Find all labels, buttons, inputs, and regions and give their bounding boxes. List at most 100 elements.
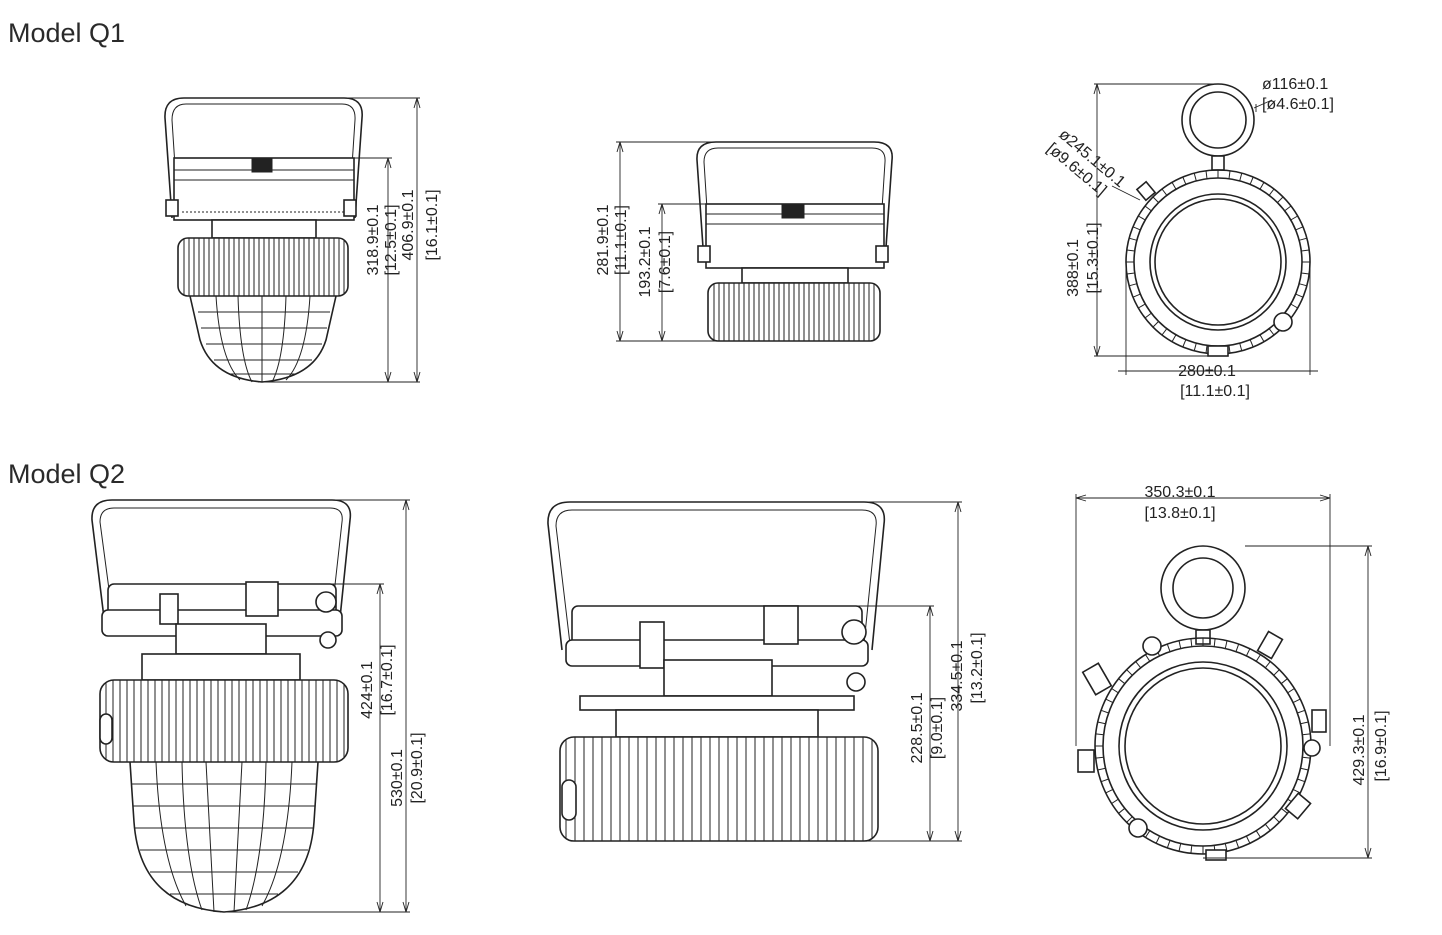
q1-small-diameter-label: ø116±0.1 — [1262, 76, 1328, 93]
rim-tooth — [1178, 843, 1182, 852]
rim-tooth — [1280, 807, 1288, 814]
rim-tooth — [1161, 188, 1168, 196]
rim-tooth — [1235, 840, 1240, 849]
rim-tooth — [1277, 196, 1284, 203]
q2-body-height-in-label: [16.7±0.1] — [379, 644, 396, 715]
rim-tooth — [1245, 648, 1251, 657]
rim-tooth — [1245, 835, 1251, 844]
rim-tooth — [1100, 778, 1109, 783]
q2-width-label: 350.3±0.1 — [1144, 484, 1215, 501]
rim-tooth — [1097, 721, 1106, 725]
q2-side-view: 424±0.1 [16.7±0.1] 530±0.1 [20.9±0.1] — [91, 499, 426, 913]
rim-tooth — [1144, 205, 1152, 212]
rim-tooth — [1228, 345, 1231, 354]
rim-tooth — [1135, 661, 1142, 669]
rim-tooth — [1105, 698, 1114, 704]
rim-tooth — [1144, 312, 1152, 319]
rim-tooth — [1292, 788, 1301, 794]
rim-tooth — [1095, 733, 1104, 736]
rim-tooth — [1228, 170, 1231, 179]
rim-tooth — [1264, 661, 1271, 669]
rim-tooth — [1273, 669, 1280, 676]
q1-no-guard-view: 281.9±0.1 [11.1±0.1] 193.2±0.1 [7.6±0.1] — [595, 141, 893, 342]
rim-tooth — [1132, 293, 1141, 298]
q2-noguard-height-label: 334.5±0.1 — [949, 640, 966, 711]
rim-tooth — [1126, 669, 1133, 676]
rim-tooth — [1166, 643, 1171, 652]
q2-width-in-label: [13.8±0.1] — [1144, 505, 1215, 522]
rim-tooth — [1280, 678, 1288, 685]
rim-tooth — [1126, 249, 1135, 252]
rim-tooth — [1290, 215, 1298, 221]
rim-tooth — [1171, 334, 1177, 342]
rim-tooth — [1297, 778, 1306, 783]
rim-tooth — [1287, 688, 1295, 694]
rim-tooth — [1128, 283, 1138, 287]
rim-tooth — [1182, 339, 1187, 348]
rim-tooth — [1235, 643, 1240, 652]
rim-tooth — [1273, 816, 1280, 823]
rim-tooth — [1111, 688, 1119, 694]
q2-noguard-body-in-label: [9.0±0.1] — [929, 697, 946, 759]
q2-depth-in-label: [16.9±0.1] — [1373, 710, 1390, 781]
q2-body-height-label: 424±0.1 — [359, 661, 376, 719]
rim-tooth — [1152, 196, 1159, 203]
model-q2-title: Model Q2 — [8, 459, 126, 489]
rim-tooth — [1178, 640, 1182, 649]
rim-tooth — [1138, 303, 1146, 309]
rim-tooth — [1239, 172, 1243, 182]
rim-tooth — [1190, 845, 1193, 854]
q1-depth-in-label: [15.3±0.1] — [1085, 222, 1102, 293]
rim-tooth — [1259, 334, 1265, 342]
rim-tooth — [1301, 272, 1310, 275]
rim-tooth — [1302, 733, 1311, 736]
rim-tooth — [1264, 823, 1271, 831]
q1-body-height-in-label: [12.5±0.1] — [383, 204, 400, 275]
rim-tooth — [1301, 249, 1310, 252]
rim-tooth — [1255, 654, 1261, 662]
rim-tooth — [1118, 678, 1126, 685]
q2-overall-height-in-label: [20.9±0.1] — [409, 732, 426, 803]
rim-tooth — [1138, 215, 1146, 221]
q1-side-view: 318.9±0.1 [12.5±0.1] 406.9±0.1 [16.1±0.1… — [164, 97, 441, 383]
model-q1-title: Model Q1 — [8, 18, 126, 48]
q2-depth-label: 429.3±0.1 — [1351, 714, 1368, 785]
rim-tooth — [1249, 339, 1254, 348]
rim-tooth — [1193, 172, 1197, 182]
rim-tooth — [1300, 767, 1309, 771]
q1-top-view: ø116±0.1 [ø4.6±0.1] ø245.1±0.1 [ø9.6±0.1… — [1043, 76, 1334, 400]
rim-tooth — [1302, 756, 1311, 759]
rim-tooth — [1126, 816, 1133, 823]
rim-tooth — [1259, 182, 1265, 190]
rim-tooth — [1100, 709, 1109, 714]
rim-tooth — [1268, 328, 1275, 336]
q1-overall-height-label: 406.9±0.1 — [400, 189, 417, 260]
q1-depth-label: 388±0.1 — [1065, 239, 1082, 297]
q2-top-view: 350.3±0.1 [13.8±0.1] 429.3±0.1 [16.9±0.1… — [1075, 484, 1390, 861]
rim-tooth — [1249, 176, 1254, 185]
rim-tooth — [1290, 303, 1298, 309]
rim-tooth — [1292, 698, 1301, 704]
q2-no-guard-view: 228.5±0.1 [9.0±0.1] 334.5±0.1 [13.2±0.1] — [547, 501, 986, 842]
rim-tooth — [1182, 176, 1187, 185]
rim-tooth — [1255, 830, 1261, 838]
rim-tooth — [1105, 788, 1114, 794]
q2-noguard-height-in-label: [13.2±0.1] — [969, 632, 986, 703]
rim-tooth — [1224, 640, 1228, 649]
rim-tooth — [1171, 182, 1177, 190]
rim-tooth — [1097, 767, 1106, 771]
rim-tooth — [1284, 205, 1292, 212]
rim-tooth — [1145, 830, 1151, 838]
rim-tooth — [1300, 721, 1309, 725]
q2-overall-height-label: 530±0.1 — [389, 749, 406, 807]
rim-tooth — [1193, 342, 1197, 352]
rim-tooth — [1166, 840, 1171, 849]
q1-noguard-body-in-label: [7.6±0.1] — [657, 231, 674, 293]
rim-tooth — [1295, 293, 1304, 298]
rim-tooth — [1132, 226, 1141, 231]
q1-width-label: 280±0.1 — [1178, 363, 1236, 380]
rim-tooth — [1213, 638, 1216, 647]
rim-tooth — [1126, 272, 1135, 275]
rim-tooth — [1268, 188, 1275, 196]
rim-tooth — [1190, 638, 1193, 647]
